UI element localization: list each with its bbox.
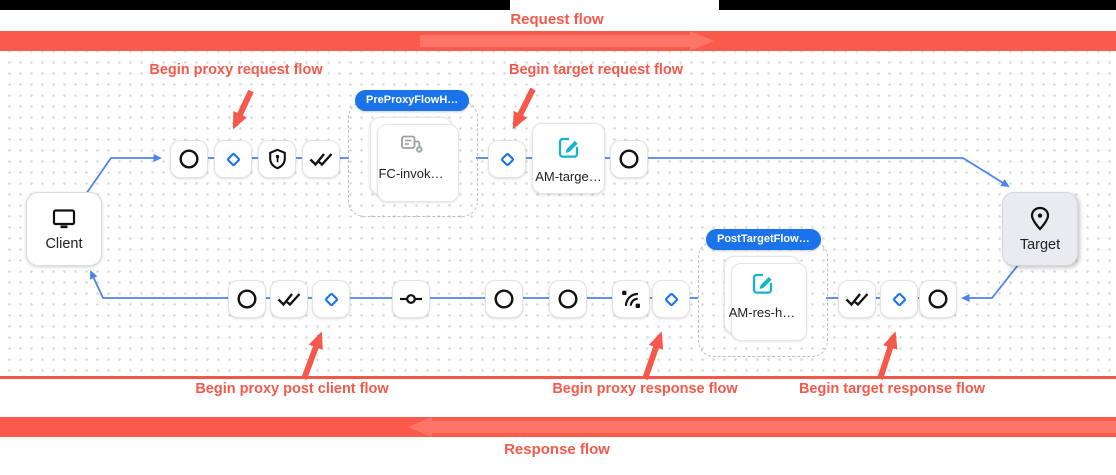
step-node-response-circle-mid-1[interactable] (485, 280, 523, 318)
switch-icon (399, 287, 423, 311)
location-pin-icon (1028, 206, 1052, 232)
circle-icon (178, 148, 200, 170)
policy-label: AM-res-h… (728, 305, 796, 320)
step-node-target-request-flow[interactable] (488, 140, 526, 178)
circle-icon (618, 148, 640, 170)
post-target-flow-badge[interactable]: PostTargetFlow… (706, 229, 821, 250)
step-node-switch[interactable] (392, 280, 430, 318)
diamond-icon (322, 290, 341, 309)
policy-label: FC-invok… (378, 165, 444, 181)
bottom-border-line (0, 376, 1116, 379)
double-check-icon (845, 290, 869, 308)
response-flow-arrow (432, 421, 1116, 433)
request-flow-label: Request flow (510, 11, 604, 28)
diamond-icon (890, 290, 909, 309)
double-check-icon (309, 150, 333, 168)
step-node-double-check-request[interactable] (302, 140, 340, 178)
target-label: Target (1019, 236, 1061, 253)
step-node-response-circle-right[interactable] (919, 280, 957, 318)
step-node-proxy-response-flow[interactable] (652, 280, 690, 318)
client-endpoint-node[interactable]: Client (26, 192, 102, 266)
double-check-icon (277, 290, 301, 308)
response-flow-label: Response flow (504, 441, 610, 458)
step-node-response-received[interactable] (612, 280, 650, 318)
target-endpoint-node[interactable]: Target (1002, 192, 1078, 266)
circle-icon (557, 288, 579, 310)
flow-callout-icon (398, 132, 424, 158)
annotation-begin-proxy-response: Begin proxy response flow (552, 381, 738, 397)
circle-icon (493, 288, 515, 310)
step-node-security-shield[interactable] (258, 140, 296, 178)
diamond-icon (498, 150, 517, 169)
annotation-begin-target-response: Begin target response flow (798, 381, 986, 397)
annotation-begin-proxy-post-client: Begin proxy post client flow (195, 381, 389, 397)
circle-icon (927, 288, 949, 310)
request-flow-arrow (420, 35, 690, 47)
request-flow-arrowhead-icon (690, 31, 714, 51)
assign-message-edit-icon (555, 134, 582, 161)
step-node-double-check-post-client[interactable] (270, 280, 308, 318)
client-label: Client (45, 235, 83, 252)
step-node-response-circle-left[interactable] (228, 280, 266, 318)
top-border-bar-left (0, 0, 510, 10)
signal-icon (620, 288, 642, 310)
policy-card-fc-invoke[interactable]: FC-invok… (370, 117, 459, 202)
policy-card-am-res-header[interactable]: AM-res-h… (724, 256, 807, 341)
policy-card-am-target[interactable]: AM-targe… (532, 123, 605, 194)
step-node-request-circle[interactable] (170, 140, 208, 178)
step-node-target-response-flow[interactable] (880, 280, 918, 318)
step-node-request-circle-2[interactable] (610, 140, 648, 178)
flow-canvas[interactable] (0, 51, 1116, 376)
assign-message-edit-icon (749, 270, 776, 297)
top-border-bar-right (719, 0, 1116, 10)
annotation-begin-proxy-request: Begin proxy request flow (149, 62, 323, 78)
step-node-response-circle-mid-2[interactable] (549, 280, 587, 318)
step-node-double-check-target-response[interactable] (838, 280, 876, 318)
monitor-icon (51, 207, 77, 231)
shield-lock-icon (267, 148, 288, 170)
pre-proxy-flow-badge[interactable]: PreProxyFlowH… (355, 90, 470, 111)
diamond-icon (224, 150, 243, 169)
response-flow-arrowhead-icon (408, 417, 432, 437)
diamond-icon (662, 290, 681, 309)
step-node-proxy-post-client-flow[interactable] (312, 280, 350, 318)
circle-icon (236, 288, 258, 310)
policy-label: AM-targe… (535, 168, 602, 184)
annotation-begin-target-request: Begin target request flow (508, 62, 684, 78)
step-node-proxy-request-flow[interactable] (214, 140, 252, 178)
